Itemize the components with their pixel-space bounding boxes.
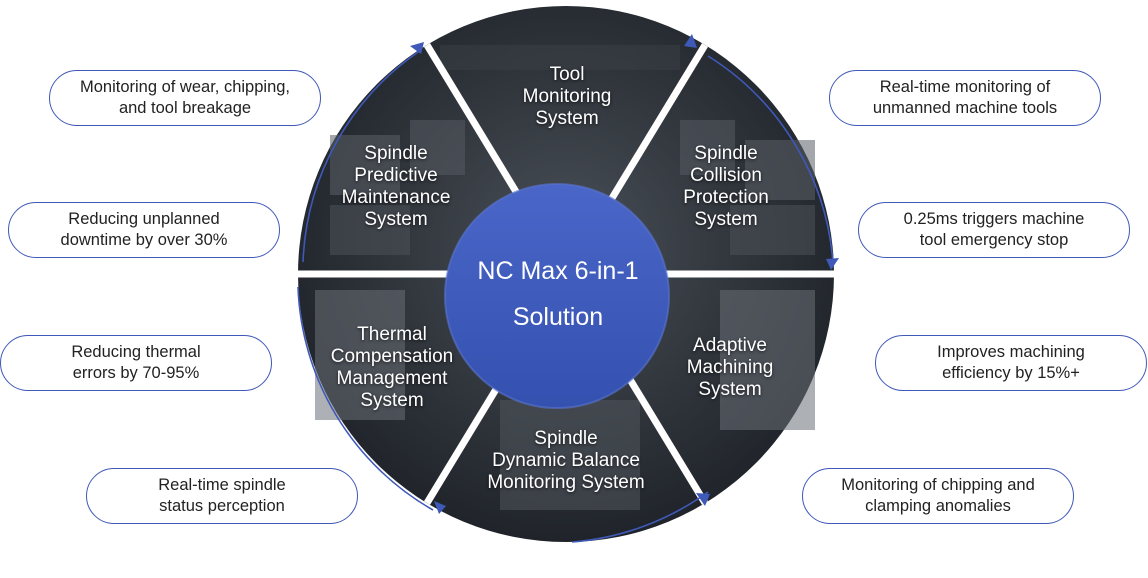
- callout-efficiency: Improves machining efficiency by 15%+: [875, 335, 1147, 391]
- callout-emergency-stop: 0.25ms triggers machine tool emergency s…: [858, 202, 1130, 258]
- callout-spindle-status: Real-time spindle status perception: [86, 468, 358, 524]
- callout-unplanned-downtime: Reducing unplanned downtime by over 30%: [8, 202, 280, 258]
- arc-arrows: [410, 34, 839, 514]
- arrow-icon: [434, 501, 446, 514]
- segment-spindle-predictive: Spindle Predictive Maintenance System: [341, 143, 451, 230]
- arrow-icon: [696, 493, 710, 506]
- callout-wear-chipping: Monitoring of wear, chipping, and tool b…: [49, 70, 321, 126]
- arrow-icon: [826, 258, 839, 270]
- segment-tool-monitoring: Tool Monitoring System: [522, 64, 612, 129]
- factory-machines: [315, 45, 815, 510]
- callout-thermal-errors: Reducing thermal errors by 70-95%: [0, 335, 272, 391]
- center-circle: [445, 184, 669, 408]
- callout-unmanned-monitoring: Real-time monitoring of unmanned machine…: [829, 70, 1101, 126]
- callout-clamping-anomalies: Monitoring of chipping and clamping anom…: [802, 468, 1074, 524]
- arrow-icon: [684, 34, 697, 48]
- arrow-icon: [410, 42, 424, 54]
- segment-adaptive-machining: Adaptive Machining System: [686, 335, 774, 400]
- center-title: NC Max 6-in-1 Solution: [477, 257, 639, 331]
- segment-thermal-compensation: Thermal Compensation Management System: [330, 324, 454, 411]
- segment-spindle-dynamic-balance: Spindle Dynamic Balance Monitoring Syste…: [487, 428, 645, 493]
- segment-spindle-collision: Spindle Collision Protection System: [683, 143, 769, 230]
- outer-arcs: [297, 49, 834, 543]
